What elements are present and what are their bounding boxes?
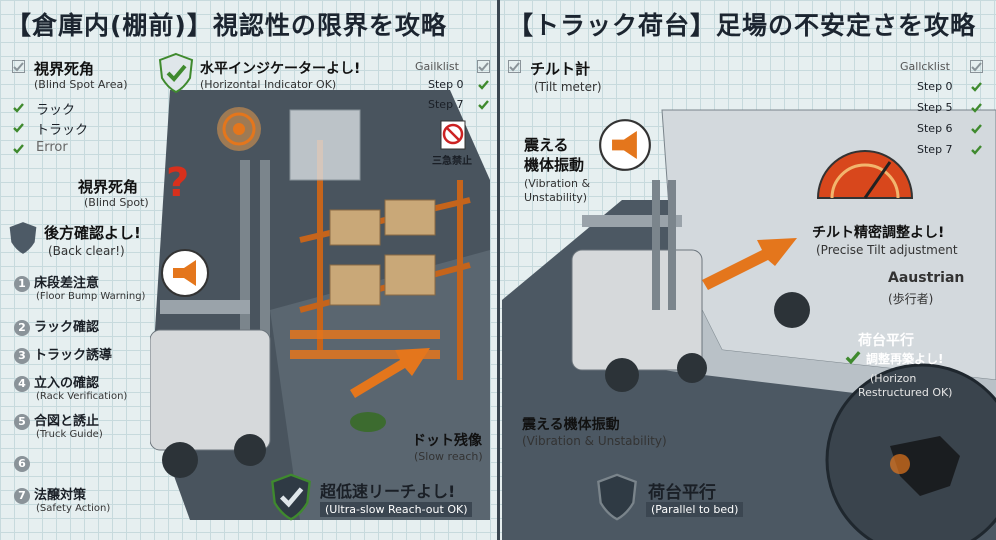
- checklist-rack: ラック: [36, 103, 76, 118]
- bed-parallel-label: 荷台平行: [858, 333, 914, 349]
- check-icon: [844, 348, 862, 366]
- check-icon: [477, 78, 490, 91]
- tilt-meter-label-en: (Tilt meter): [534, 80, 602, 94]
- check-icon: [970, 122, 983, 135]
- back-clear-label-en: (Back clear!): [48, 244, 125, 258]
- megaphone-icon: [161, 249, 209, 297]
- megaphone-icon: [599, 119, 651, 171]
- list-item: 6: [14, 456, 34, 472]
- tilt-gauge-icon: [816, 150, 914, 199]
- left-panel-title: 【倉庫内(棚前)】視認性の限界を攻略: [6, 11, 447, 40]
- truck-bed-illustration: [502, 109, 996, 540]
- gailklist-label: Gailklist: [415, 60, 459, 73]
- number-badge: 4: [14, 376, 30, 392]
- parallel-badge: 荷台平行 (Parallel to bed): [596, 470, 766, 526]
- list-item-label: ラック確認: [34, 320, 100, 335]
- step-label: Step 0: [917, 80, 953, 93]
- pedestrian-label-en: Aaustrian: [888, 270, 965, 286]
- list-item: 1 床段差注意: [14, 272, 99, 292]
- step-label: Step 7: [428, 98, 464, 111]
- ultra-slow-badge: 超低速リーチよし! (Ultra-slow Reach-out OK): [270, 470, 492, 526]
- step-label: Step 6: [917, 122, 953, 135]
- list-item-label: 床段差注意: [34, 276, 100, 291]
- number-badge: 3: [14, 348, 30, 364]
- warehouse-illustration: [150, 90, 490, 520]
- check-icon: [12, 101, 25, 114]
- check-icon: [12, 121, 25, 134]
- list-item-en: (Truck Guide): [36, 429, 103, 440]
- list-item-label: 合図と誘止: [34, 414, 100, 429]
- question-mark-icon: ?: [166, 160, 190, 206]
- list-item: 2 ラック確認: [14, 316, 99, 336]
- dot-trail-label: ドット残像: [412, 433, 482, 449]
- vibration-label-1: 震える: [524, 136, 569, 154]
- target-icon: [217, 107, 261, 151]
- hand-icon: [890, 436, 960, 496]
- bed-label-en-1: (Horizon: [870, 372, 917, 385]
- check-icon: [477, 98, 490, 111]
- vibration-label-en-1: (Vibration &: [524, 177, 591, 190]
- list-item-en: (Rack Verification): [36, 391, 128, 402]
- blind-spot-label: 視界死角: [78, 178, 139, 196]
- parallel-label-en: (Parallel to bed): [646, 502, 744, 517]
- list-item: 5 合図と誘止: [14, 410, 99, 430]
- prohibition-icon: [440, 120, 466, 150]
- check-icon: [970, 60, 983, 73]
- check-icon: [477, 60, 490, 73]
- step-label: Step 5: [917, 101, 953, 114]
- bed-adjust-label: 調整再築よし!: [866, 352, 944, 366]
- checklist-truck: トラック: [36, 123, 89, 138]
- ultra-slow-label-en: (Ultra-slow Reach-out OK): [320, 502, 473, 517]
- indicator-label-en: (Horizontal Indicator OK): [200, 78, 337, 91]
- shield-icon: [9, 222, 37, 254]
- ultra-slow-label: 超低速リーチよし!: [320, 482, 456, 501]
- back-clear-label: 後方確認よし!: [44, 224, 141, 242]
- check-icon: [970, 143, 983, 156]
- check-icon: [508, 60, 521, 73]
- gallcklist-label: Gallcklist: [900, 60, 950, 73]
- vibration-label-2: 機体振動: [524, 156, 585, 174]
- list-item-label: 立入の確認: [34, 376, 100, 391]
- checklist-blind-spot-area: 視界死角: [34, 60, 95, 78]
- shield-icon: [597, 473, 637, 521]
- check-icon: [12, 60, 25, 73]
- list-item-label: 法醸対策: [34, 488, 87, 503]
- checklist-blind-spot-area-en: (Blind Spot Area): [34, 78, 128, 91]
- list-item-en: (Floor Bump Warning): [36, 291, 146, 302]
- bed-label-en-2: Restructured OK): [858, 386, 953, 399]
- list-item: 4 立入の確認: [14, 372, 99, 392]
- dot-trail-label-en: (Slow reach): [414, 450, 483, 463]
- tilt-meter-label: チルト計: [530, 60, 591, 78]
- list-item-label: トラック誘導: [34, 348, 113, 363]
- list-item-en: (Safety Action): [36, 503, 111, 514]
- number-badge: 5: [14, 414, 30, 430]
- indicator-label: 水平インジケーターよし!: [200, 61, 361, 77]
- precise-tilt-label: チルト精密調整よし!: [812, 225, 945, 241]
- check-icon: [12, 142, 25, 155]
- prohibition-label: 三急禁止: [432, 156, 472, 167]
- number-badge: 7: [14, 488, 30, 504]
- list-item: 7 法醸対策: [14, 484, 86, 504]
- step-label: Step 0: [428, 78, 464, 91]
- check-icon: [970, 101, 983, 114]
- vibration-label-bottom: 震える機体振動: [522, 417, 620, 433]
- step-label: Step 7: [917, 143, 953, 156]
- pedestrian-label: (歩行者): [888, 292, 934, 306]
- check-icon: [970, 80, 983, 93]
- vibration-label-bottom-en: (Vibration & Unstability): [522, 434, 667, 448]
- number-badge: 1: [14, 276, 30, 292]
- checklist-error: Error: [36, 140, 68, 155]
- vibration-label-en-2: Unstability): [524, 191, 588, 204]
- list-item: 3 トラック誘導: [14, 344, 112, 364]
- number-badge: 6: [14, 456, 30, 472]
- panel-divider: [497, 0, 500, 540]
- blind-spot-label-en: (Blind Spot): [84, 196, 149, 209]
- number-badge: 2: [14, 320, 30, 336]
- parallel-label: 荷台平行: [648, 483, 716, 503]
- precise-tilt-label-en: (Precise Tilt adjustment: [816, 243, 958, 257]
- shield-check-icon: [158, 52, 194, 94]
- shield-check-icon: [271, 473, 311, 521]
- right-panel-title: 【トラック荷台】足場の不安定さを攻略: [508, 11, 977, 40]
